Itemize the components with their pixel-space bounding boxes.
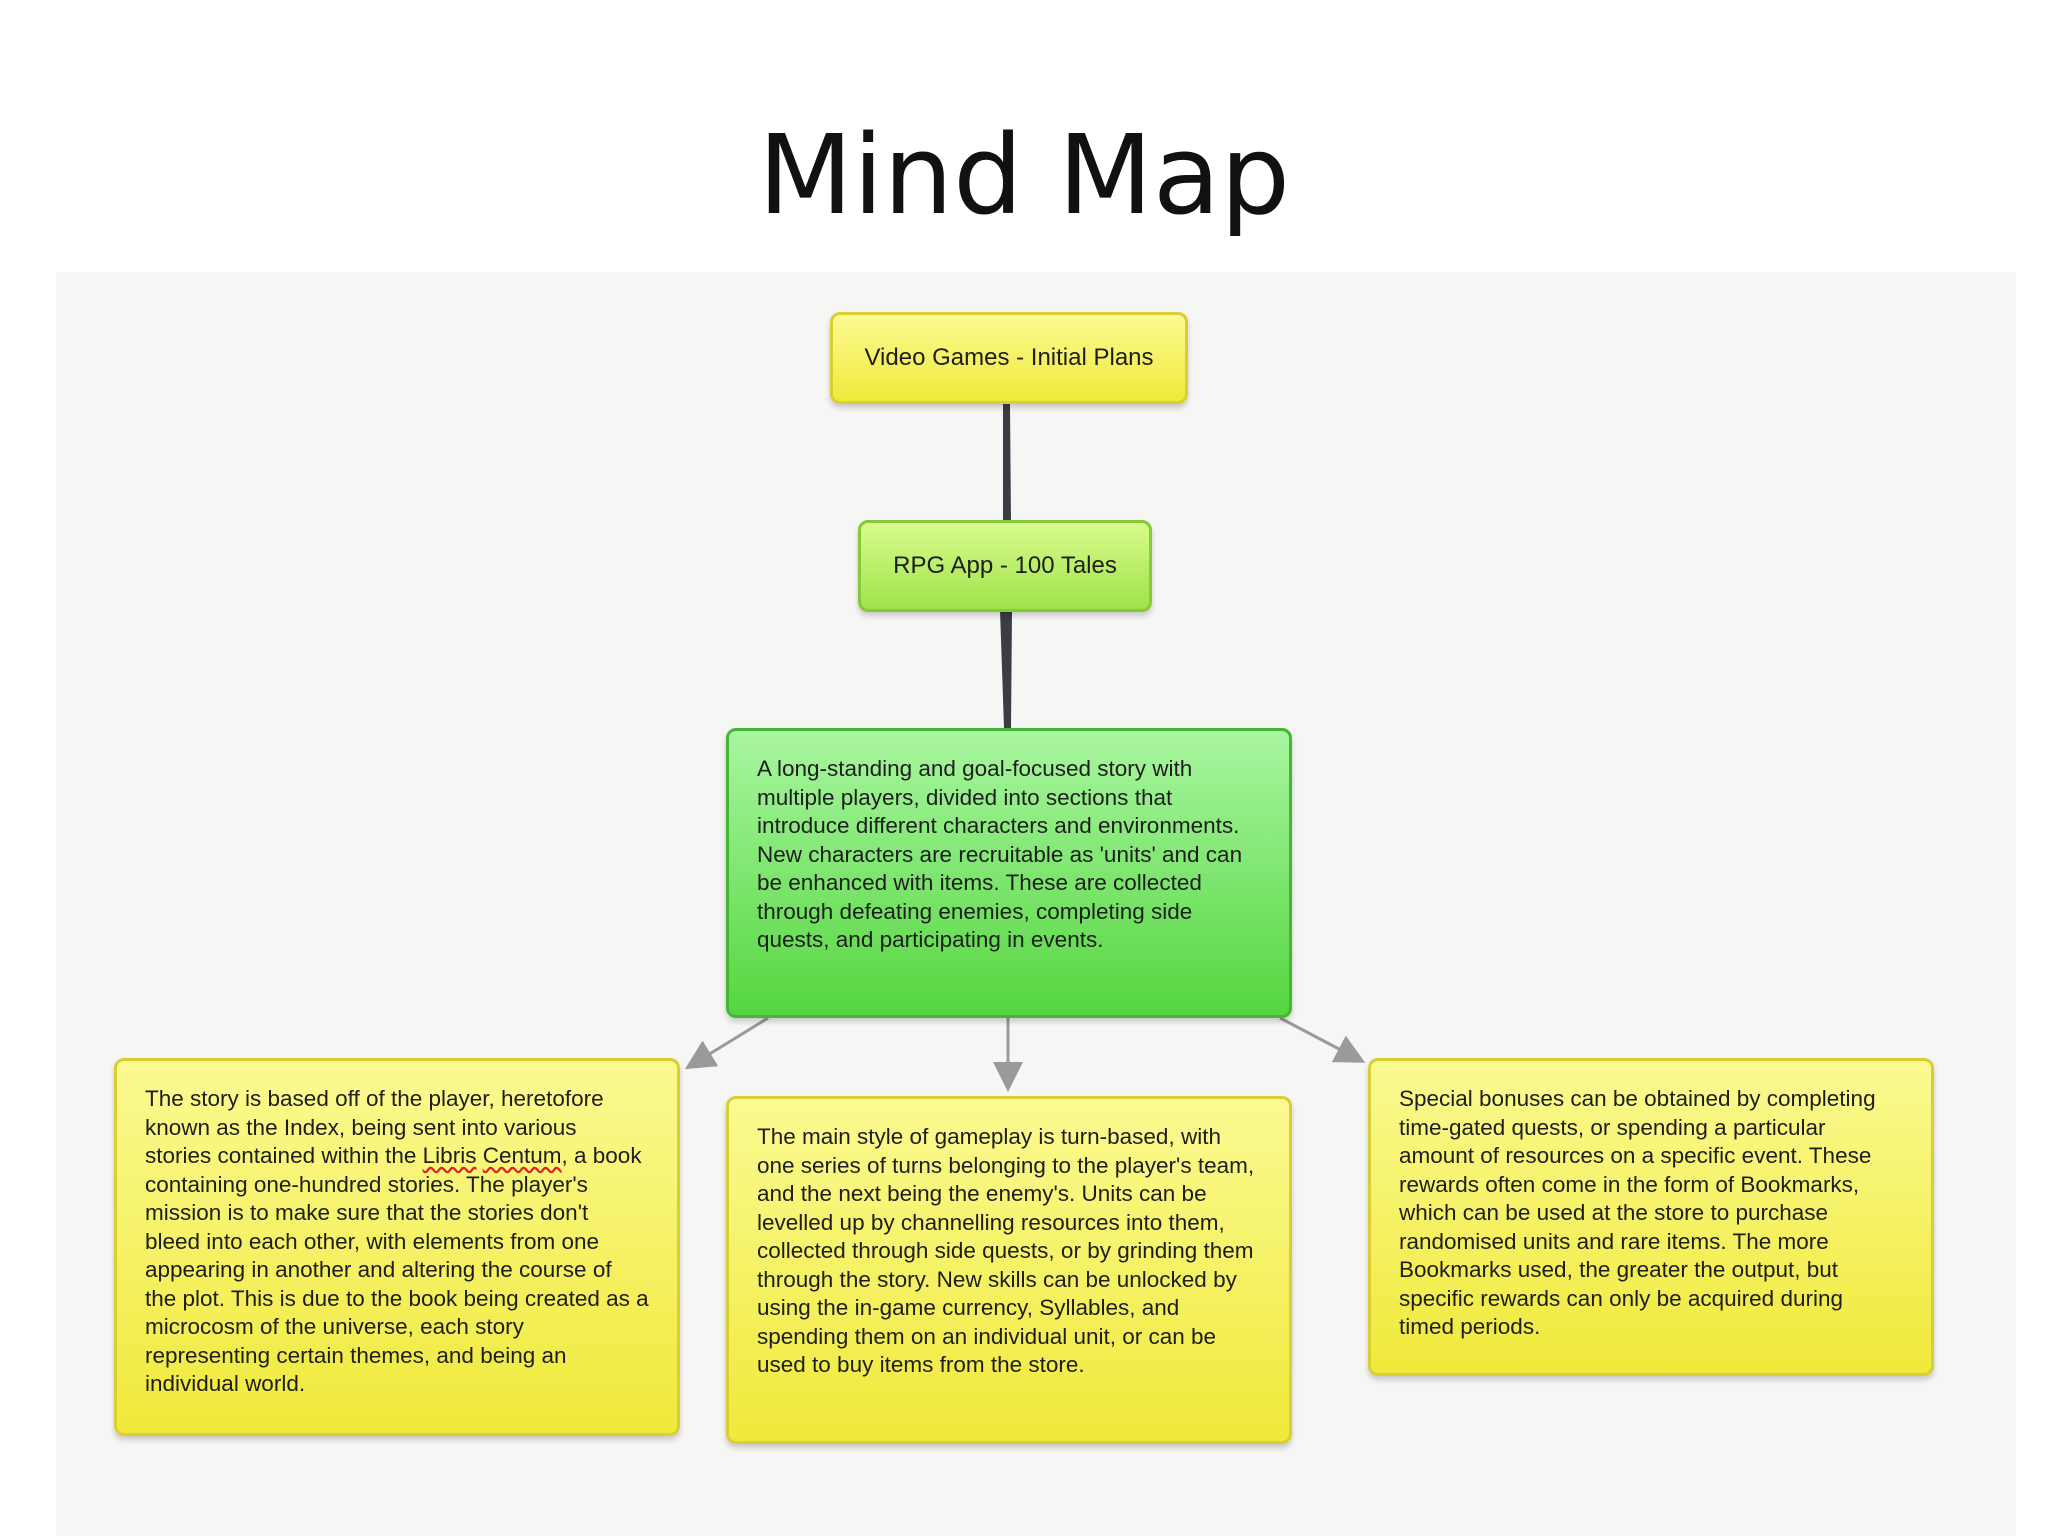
node-root-label: Video Games - Initial Plans [864,344,1154,371]
node-gameplay[interactable]: The main style of gameplay is turn-based… [726,1096,1292,1444]
node-gameplay-text: The main style of gameplay is turn-based… [757,1124,1255,1377]
slide-title: Mind Map [757,111,1291,239]
node-app[interactable]: RPG App - 100 Tales [858,520,1152,612]
node-summary-text: A long-standing and goal-focused story w… [757,756,1243,952]
node-story-text: The story is based off of the player, he… [145,1086,649,1396]
node-bonuses[interactable]: Special bonuses can be obtained by compl… [1368,1058,1934,1376]
spellcheck-word: Libris [422,1143,477,1168]
node-story[interactable]: The story is based off of the player, he… [114,1058,680,1436]
spellcheck-word: Centum [482,1143,562,1168]
node-root[interactable]: Video Games - Initial Plans [830,312,1188,404]
node-summary[interactable]: A long-standing and goal-focused story w… [726,728,1292,1018]
node-bonuses-text: Special bonuses can be obtained by compl… [1399,1086,1876,1339]
node-app-label: RPG App - 100 Tales [893,552,1117,579]
